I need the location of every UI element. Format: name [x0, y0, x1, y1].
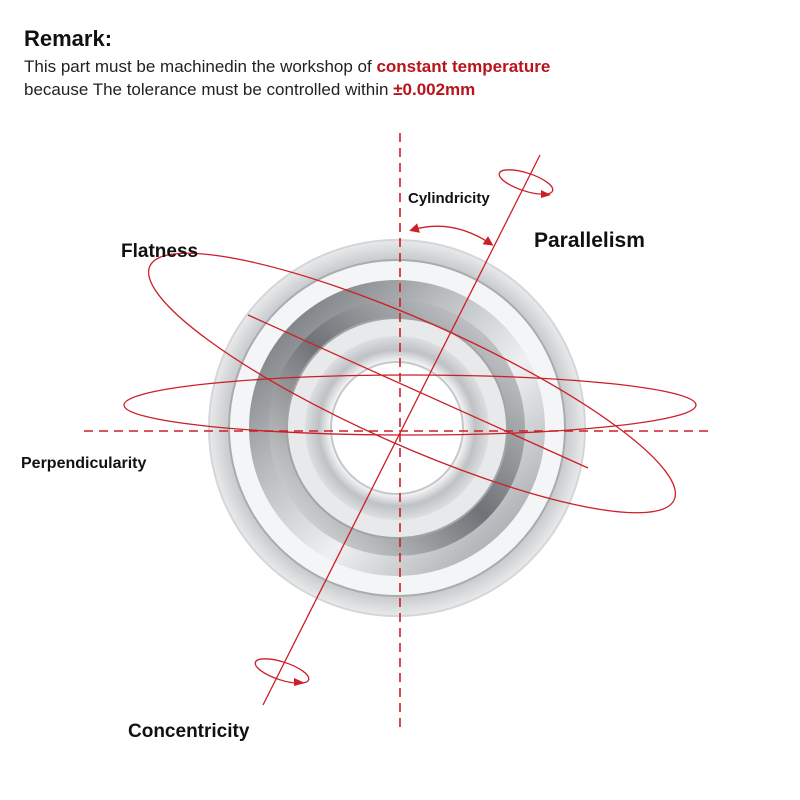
- constant-temperature-highlight: constant temperature: [376, 57, 551, 76]
- metal-ring-part: [208, 239, 586, 617]
- remark-title: Remark:: [24, 26, 113, 51]
- concentricity-label: Concentricity: [128, 721, 250, 742]
- cylindricity-label: Cylindricity: [408, 190, 490, 207]
- remark-line-2: because The tolerance must be controlled…: [24, 80, 475, 100]
- concentricity-arrow-icon: [294, 678, 305, 686]
- perpendicularity-ellipse: [123, 374, 697, 436]
- remark-line-1: This part must be machinedin the worksho…: [24, 57, 550, 77]
- diagonal-axis: [262, 154, 541, 706]
- concentricity-bottom-ellipse: [254, 658, 310, 684]
- parallelism-top-ellipse: [498, 169, 554, 195]
- remark-line-2-text: because The tolerance must be controlled…: [24, 80, 394, 99]
- flatness-label: Flatness: [121, 241, 198, 262]
- parallelism-arrow-icon: [541, 190, 551, 198]
- remark-line-1-text: This part must be machinedin the worksho…: [24, 57, 377, 76]
- flatness-ellipse: [147, 252, 677, 514]
- tolerance-highlight: ±0.002mm: [393, 80, 476, 99]
- parallelism-label: Parallelism: [534, 229, 645, 252]
- cylindricity-arc: [409, 223, 494, 246]
- flatness-axis: [247, 314, 589, 469]
- perpendicularity-label: Perpendicularity: [21, 455, 146, 472]
